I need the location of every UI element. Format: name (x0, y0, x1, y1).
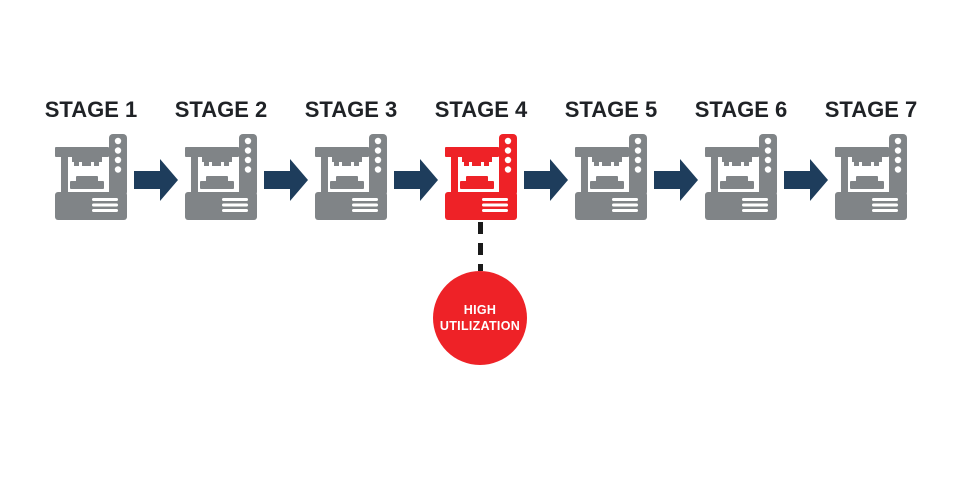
stage-4-high-utilization: STAGE 4 (416, 97, 546, 220)
press-machine-icon (315, 134, 387, 220)
stage-3: STAGE 3 (286, 97, 416, 220)
press-machine-icon (705, 134, 777, 220)
stage-1-label: STAGE 1 (44, 97, 138, 122)
press-machine-icon (575, 134, 647, 220)
stage-3-label: STAGE 3 (304, 97, 398, 122)
press-machine-icon (445, 134, 517, 220)
press-machine-icon (835, 134, 907, 220)
stage-7-label: STAGE 7 (824, 97, 918, 122)
high-utilization-callout: HIGH UTILIZATION (433, 271, 527, 365)
flow-arrow-icon (134, 157, 178, 203)
stage-2-label: STAGE 2 (174, 97, 268, 122)
flow-arrow-icon (654, 157, 698, 203)
stage-2: STAGE 2 (156, 97, 286, 220)
press-machine-icon (185, 134, 257, 220)
press-machine-icon (55, 134, 127, 220)
stage-5: STAGE 5 (546, 97, 676, 220)
stage-4-label: STAGE 4 (434, 97, 528, 122)
stage-6-label: STAGE 6 (694, 97, 788, 122)
flow-arrow-icon (264, 157, 308, 203)
stage-5-label: STAGE 5 (564, 97, 658, 122)
callout-line2: UTILIZATION (439, 319, 521, 333)
stage-1: STAGE 1 (26, 97, 156, 220)
stage-7: STAGE 7 (806, 97, 936, 220)
flow-arrow-icon (784, 157, 828, 203)
stage-6: STAGE 6 (676, 97, 806, 220)
dashed-connector-line (478, 222, 483, 271)
callout-line1: HIGH (463, 303, 497, 317)
flow-arrow-icon (394, 157, 438, 203)
flow-arrow-icon (524, 157, 568, 203)
